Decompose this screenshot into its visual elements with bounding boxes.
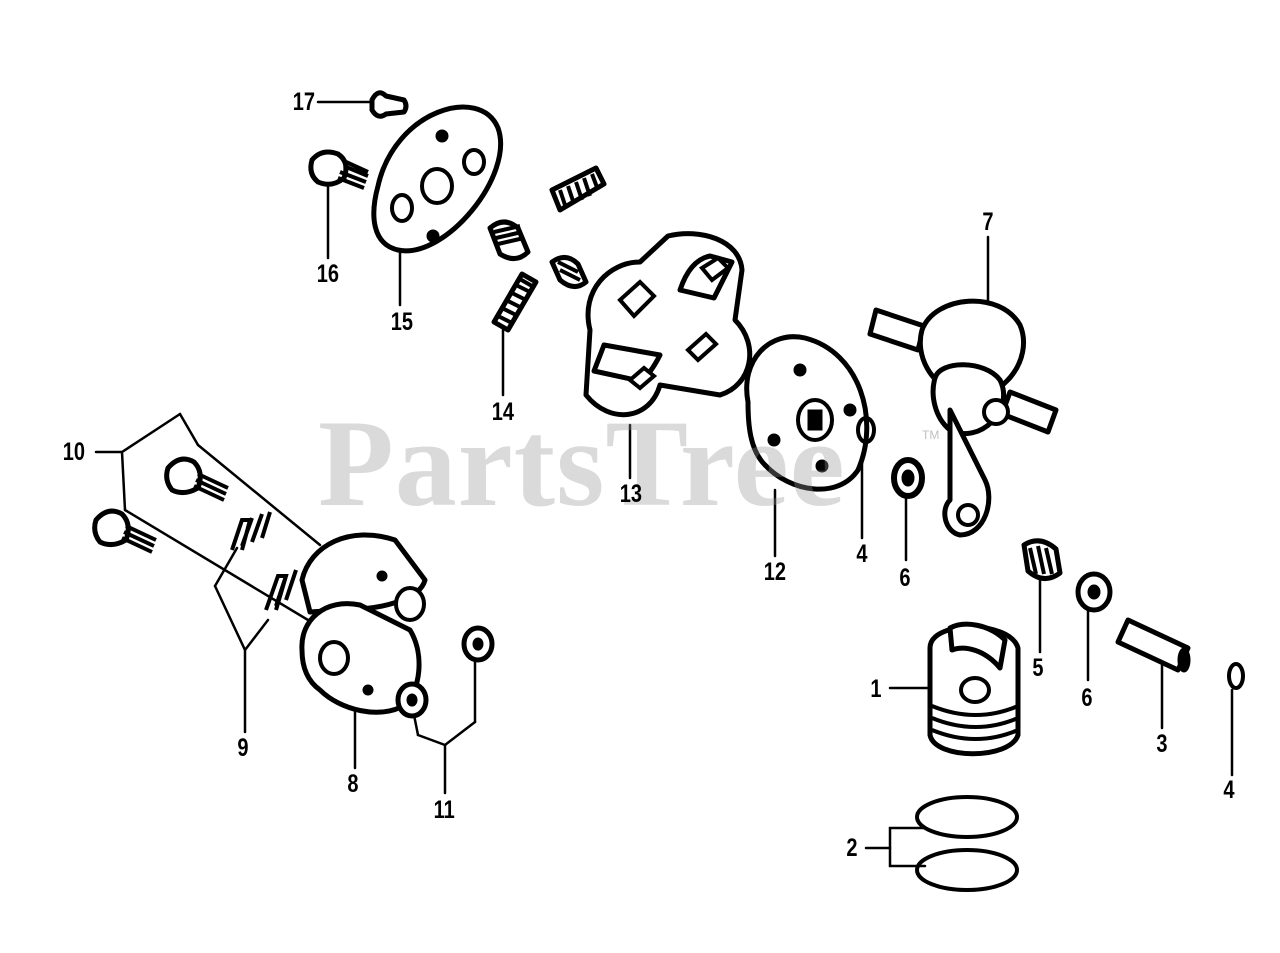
- snap-ring-part-4-right: [1227, 662, 1245, 690]
- needle-bearing-part-5: [1021, 538, 1063, 581]
- clutch-drive-part-13: [583, 231, 753, 418]
- crankshaft-part-7: [867, 298, 1059, 538]
- clutch-shoes-part-8: [299, 532, 428, 715]
- drum-plate-part-12: [744, 334, 870, 492]
- callout-14: 14: [491, 398, 515, 426]
- callout-4-top: 4: [856, 540, 868, 568]
- bolts-part-10: [92, 456, 229, 554]
- callout-15: 15: [390, 308, 414, 336]
- bolt-part-16: [308, 149, 369, 190]
- callout-6-top: 6: [899, 564, 911, 592]
- piston-pin-part-3: [1115, 617, 1191, 673]
- seal-part-6-top: [891, 457, 925, 499]
- callout-10: 10: [62, 438, 86, 466]
- callout-5: 5: [1032, 654, 1044, 682]
- spring-b: [549, 165, 607, 213]
- spring-14: [491, 271, 539, 333]
- spring-c: [549, 255, 589, 289]
- spring-a: [487, 219, 531, 261]
- callout-16: 16: [316, 260, 340, 288]
- leader-lines: [94, 100, 1234, 868]
- callout-7: 7: [982, 208, 994, 236]
- washer-part-6-right: [1075, 571, 1113, 613]
- callout-13: 13: [619, 480, 643, 508]
- washers-part-11: [395, 625, 495, 719]
- watermark-trademark: TM: [922, 428, 940, 442]
- callout-4-right: 4: [1223, 776, 1235, 804]
- callout-9: 9: [237, 734, 249, 762]
- callout-3: 3: [1156, 730, 1168, 758]
- plate-part-15: [371, 104, 503, 254]
- callout-1: 1: [870, 675, 882, 703]
- callout-8: 8: [347, 770, 359, 798]
- callout-17: 17: [292, 88, 316, 116]
- piston-part-1: [927, 621, 1021, 757]
- snap-ring-part-4-top: [856, 416, 876, 444]
- callout-2: 2: [846, 834, 858, 862]
- screw-part-17: [369, 90, 409, 119]
- piston-rings-part-2: [915, 795, 1019, 892]
- spring-parts: [487, 165, 607, 333]
- callout-12: 12: [763, 558, 787, 586]
- callout-11: 11: [433, 796, 455, 824]
- springs-part-9: [230, 511, 298, 611]
- callout-6-right: 6: [1081, 684, 1093, 712]
